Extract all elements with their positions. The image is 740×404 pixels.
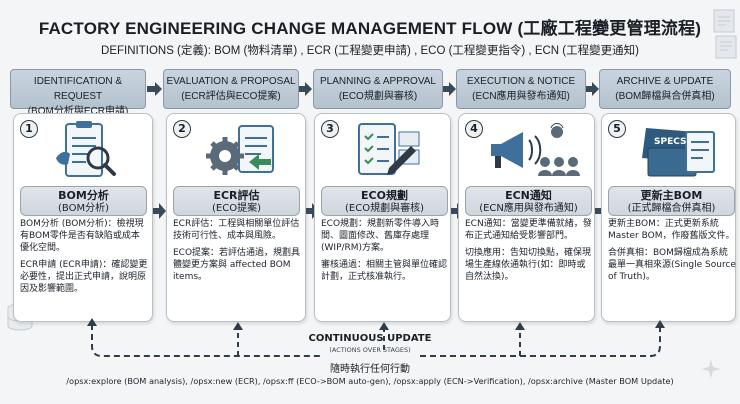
stage-card-4: 4 ECN通知 (ECN應用與發布通知) ECN通知：當變更準備就緒，發布正式通… xyxy=(458,113,595,322)
stage-header-planning: PLANNING & APPROVAL (ECO規劃與審核) xyxy=(313,69,443,109)
stage-header-archive: ARCHIVE & UPDATE (BOM歸檔與合併真相) xyxy=(599,69,731,109)
continuous-update-zh: 隨時執行任何行動 xyxy=(330,364,410,375)
command-list: /opsx:explore (BOM analysis), /opsx:new … xyxy=(66,376,674,386)
stage-label: ECN通知 (ECN應用與發布通知) xyxy=(465,186,592,216)
stage-description: ECN通知：當變更準備就緒，發布正式通知給受影響部門。 切換應用：告知切換點，確… xyxy=(465,219,592,282)
step-number: 5 xyxy=(608,120,626,138)
stage-description: ECR評估：工程與相關單位評估技術可行性、成本與風險。 ECO提案：若評估通過，… xyxy=(173,219,301,282)
stage-header-identification: IDENTIFICATION & REQUEST (BOM分析與ECR申請) xyxy=(10,69,146,117)
svg-text:SPECS: SPECS xyxy=(654,137,686,147)
step-number: 1 xyxy=(20,120,38,138)
step-number: 4 xyxy=(465,120,483,138)
decorative-document-icon xyxy=(713,9,737,59)
flow-arrow-icon xyxy=(306,203,319,219)
header-arrow-icon xyxy=(299,82,312,96)
stage-header-evaluation: EVALUATION & PROPOSAL (ECR評估與ECO提案) xyxy=(163,69,299,109)
definitions: DEFINITIONS (定義): BOM (物料清單) , ECR (工程變更… xyxy=(101,45,639,57)
stage-card-1: 1 BOM分析 (BOM分析) BOM分析 (BOM分析)：檢視現有BOM零件是… xyxy=(13,113,153,322)
decorative-sparkle-icon xyxy=(701,359,721,379)
stage-description: BOM分析 (BOM分析)：檢視現有BOM零件是否有缺陷或成本優化空間。 ECR… xyxy=(20,219,148,294)
stage-label: ECR評估 (ECO提案) xyxy=(173,186,300,216)
header-arrow-icon xyxy=(586,82,599,96)
flow-arrow-icon xyxy=(451,203,464,219)
gear-document-icon xyxy=(206,125,274,175)
stage-card-5: 5 SPECS 更新主BOM (正式歸檔合併真相) 更新主BOM：正式更新系統 … xyxy=(601,113,736,322)
step-number: 2 xyxy=(173,120,191,138)
stage-label: ECO規劃 (ECO規劃與審核) xyxy=(321,186,448,216)
continuous-update-title: CONTINUOUS UPDATE xyxy=(308,333,432,344)
stage-header-execution: EXECUTION & NOTICE (ECN應用與發布通知) xyxy=(456,69,586,109)
specs-archive-icon: SPECS xyxy=(642,128,715,177)
stage-label: BOM分析 (BOM分析) xyxy=(20,186,147,216)
header-arrow-icon xyxy=(443,82,456,96)
flow-arrow-icon xyxy=(153,203,166,219)
stage-label: 更新主BOM (正式歸檔合併真相) xyxy=(608,186,735,216)
stage-card-3: 3 ECO規劃 (ECO規劃與審核) ECO規劃：規劃新零件導入時間、圖面修改、… xyxy=(314,113,451,322)
stage-card-2: 2 ECR評估 (ECO提案) ECR評估：工程與相關單位評估技術可行性、成本與… xyxy=(166,113,306,322)
stage-description: 更新主BOM：正式更新系統 Master BOM，作廢舊版文件。 合併真相：BO… xyxy=(608,219,736,282)
continuous-update-subtitle: (ACTIONS OVER STAGES) xyxy=(329,346,411,354)
page-title: FACTORY ENGINEERING CHANGE MANAGEMENT FL… xyxy=(38,19,702,38)
header-arrow-icon xyxy=(147,82,162,96)
bom-clipboard-icon xyxy=(56,121,116,177)
approval-document-icon xyxy=(358,123,420,175)
step-number: 3 xyxy=(321,120,339,138)
megaphone-broadcast-icon xyxy=(491,123,580,176)
stage-description: ECO規劃：規劃新零件導入時間、圖面修改、舊庫存處理(WIP/RM)方案。 審核… xyxy=(321,219,448,282)
